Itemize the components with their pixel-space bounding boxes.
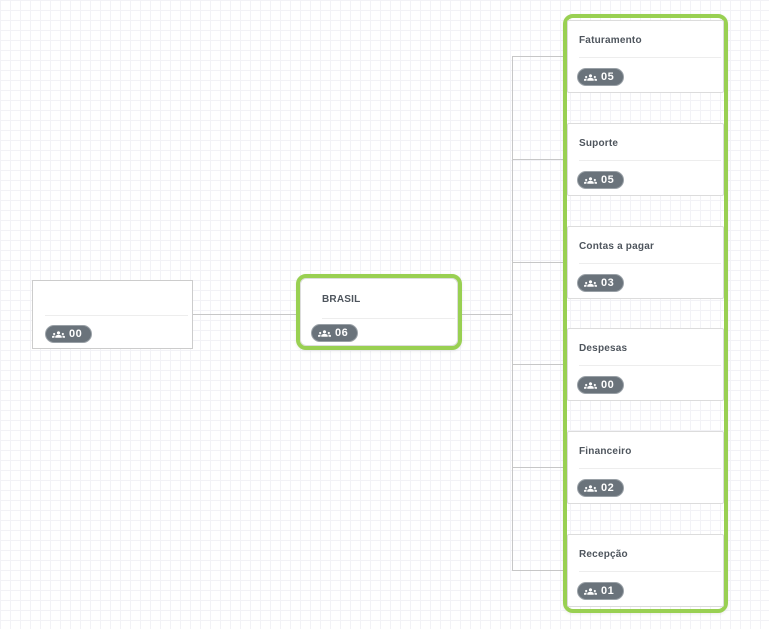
member-count-badge[interactable]: 00	[577, 376, 625, 394]
member-count-value: 05	[601, 173, 615, 186]
org-node-recepcao[interactable]: Recepção 01	[567, 534, 724, 607]
member-count-badge[interactable]: 01	[577, 582, 625, 600]
node-divider	[579, 571, 721, 572]
member-count-value: 03	[601, 276, 615, 289]
member-count-value: 02	[601, 481, 615, 494]
member-count-value: 01	[601, 584, 615, 597]
node-divider	[579, 57, 721, 58]
org-node-suporte[interactable]: Suporte 05	[567, 123, 724, 196]
org-node-brasil-label: BRASIL	[322, 294, 361, 305]
node-divider	[579, 263, 721, 264]
member-count-badge[interactable]: 05	[577, 171, 625, 189]
member-count-badge-root[interactable]: 00	[45, 325, 93, 343]
people-group-icon	[318, 327, 331, 340]
org-node-label: Despesas	[579, 343, 628, 354]
connector-stub-contas-a-pagar	[512, 262, 563, 263]
people-group-icon	[584, 174, 597, 187]
node-divider	[579, 365, 721, 366]
org-node-label: Faturamento	[579, 35, 642, 46]
member-count-badge[interactable]: 02	[577, 479, 625, 497]
connector-stub-faturamento	[512, 56, 563, 57]
people-group-icon	[52, 328, 65, 341]
org-node-brasil[interactable]: BRASIL 06	[296, 274, 462, 350]
connector-stub-suporte	[512, 159, 563, 160]
org-node-despesas[interactable]: Despesas 00	[567, 328, 724, 401]
org-node-label: Contas a pagar	[579, 241, 655, 252]
member-count-value: 05	[601, 70, 615, 83]
member-count-badge-brasil[interactable]: 06	[311, 324, 359, 342]
connector-brasil-to-trunk	[462, 314, 512, 315]
node-divider	[579, 160, 721, 161]
org-node-contas-a-pagar[interactable]: Contas a pagar 03	[567, 226, 724, 299]
org-node-label: Financeiro	[579, 446, 632, 457]
member-count-badge[interactable]: 05	[577, 68, 625, 86]
org-node-financeiro[interactable]: Financeiro 02	[567, 431, 724, 504]
people-group-icon	[584, 585, 597, 598]
org-node-faturamento[interactable]: Faturamento 05	[567, 20, 724, 93]
org-group-departments[interactable]: Faturamento 05 Suporte 05 Contas a pagar	[563, 14, 728, 613]
people-group-icon	[584, 71, 597, 84]
org-node-root[interactable]: 00	[32, 280, 193, 349]
people-group-icon	[584, 379, 597, 392]
member-count-value: 00	[601, 378, 615, 391]
node-divider	[579, 468, 721, 469]
node-divider	[45, 315, 188, 316]
people-group-icon	[584, 482, 597, 495]
connector-stub-despesas	[512, 364, 563, 365]
member-count-value: 00	[69, 327, 83, 340]
org-node-label: Recepção	[579, 549, 628, 560]
node-divider	[322, 318, 455, 319]
people-group-icon	[584, 277, 597, 290]
org-node-label: Suporte	[579, 138, 619, 149]
connector-stub-financeiro	[512, 467, 563, 468]
connector-trunk	[512, 56, 513, 571]
connector-root-to-brasil	[193, 314, 296, 315]
connector-stub-recepcao	[512, 570, 563, 571]
member-count-value: 06	[335, 326, 349, 339]
member-count-badge[interactable]: 03	[577, 274, 625, 292]
